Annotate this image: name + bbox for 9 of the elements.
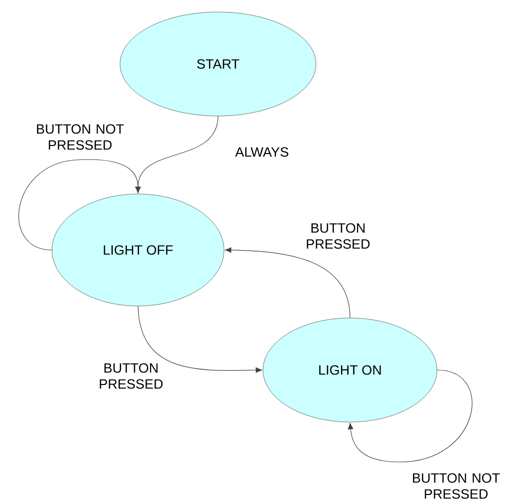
edge-label: BUTTON PRESSED bbox=[306, 223, 370, 249]
edge-label: BUTTON PRESSED bbox=[100, 363, 163, 389]
edge-label: BUTTON NOT PRESSED bbox=[37, 124, 124, 150]
edge-label: BUTTON NOT PRESSED bbox=[413, 473, 500, 499]
arrow bbox=[225, 247, 350, 318]
arrow bbox=[138, 306, 262, 373]
arrow bbox=[18, 159, 141, 250]
edge-label: ALWAYS bbox=[235, 147, 288, 157]
arrow bbox=[348, 370, 472, 462]
